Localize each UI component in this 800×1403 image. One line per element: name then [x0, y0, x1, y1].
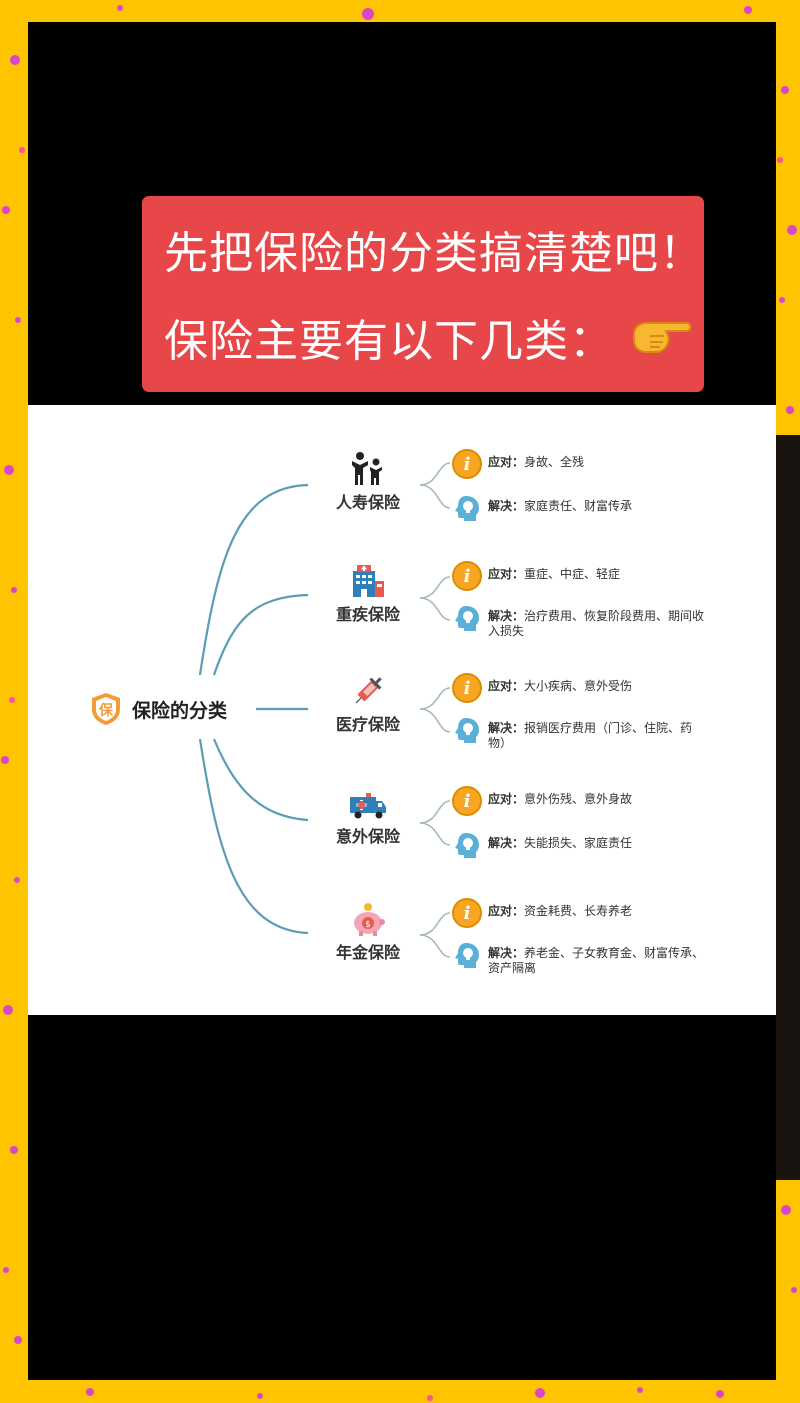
connector-lines: [198, 462, 451, 958]
side-photo-strip: [776, 435, 800, 1180]
svg-text:保: 保: [98, 702, 114, 719]
hospital-icon: [353, 565, 384, 597]
idea-head-icon: [455, 496, 479, 521]
category-critical-illness: 重疾保险: [318, 563, 418, 625]
mindmap-root: 保 保险的分类: [88, 691, 227, 727]
category-label: 重疾保险: [335, 605, 400, 624]
info-icon: i: [452, 898, 482, 928]
response-row: i 应对：大小疾病、意外受伤: [452, 673, 632, 703]
response-row: i 应对：资金耗费、长寿养老: [452, 898, 632, 928]
mindmap-panel: 保 保险的分类 人寿保险 i 应对：身故、全残 解决：家庭责任、财富传承 重疾保…: [28, 405, 776, 1015]
info-icon: i: [452, 561, 482, 591]
idea-head-icon: [455, 606, 479, 631]
root-label: 保险的分类: [132, 699, 228, 722]
response-row: i 应对：意外伤残、意外身故: [452, 786, 632, 816]
info-icon: i: [452, 449, 482, 479]
idea-head-icon: [455, 718, 479, 743]
banner-line-1: 先把保险的分类搞清楚吧！: [164, 228, 704, 279]
category-label: 年金保险: [335, 943, 400, 962]
category-label: 人寿保险: [335, 493, 400, 512]
title-banner: 先把保险的分类搞清楚吧！ 保险主要有以下几类：: [142, 196, 704, 392]
pointing-hand-icon: [630, 300, 696, 388]
response-row: i 应对：重症、中症、轻症: [452, 561, 620, 591]
solution-row: 解决：报销医疗费用（门诊、住院、药物）: [452, 715, 718, 751]
syringe-icon: [355, 677, 382, 704]
idea-head-icon: [455, 943, 479, 968]
category-medical: 医疗保险: [318, 673, 418, 735]
solution-row: 解决：失能损失、家庭责任: [452, 830, 632, 860]
banner-line-2-text: 保险主要有以下几类：: [164, 316, 614, 367]
piggy-bank-icon: $: [354, 903, 385, 936]
category-annuity: $ 年金保险: [318, 901, 418, 963]
response-row: i 应对：身故、全残: [452, 449, 584, 479]
idea-head-icon: [455, 833, 479, 858]
category-life: 人寿保险: [318, 451, 418, 513]
category-label: 意外保险: [335, 827, 400, 846]
info-icon: i: [452, 673, 482, 703]
info-icon: i: [452, 786, 482, 816]
banner-line-2: 保险主要有以下几类：: [164, 298, 704, 388]
solution-row: 解决：养老金、子女教育金、财富传承、资产隔离: [452, 940, 728, 976]
solution-row: 解决：治疗费用、恢复阶段费用、期间收入损失: [452, 603, 718, 639]
ambulance-icon: [350, 793, 386, 819]
category-accident: 意外保险: [318, 789, 418, 847]
shield-badge-icon: 保: [92, 693, 120, 725]
solution-row: 解决：家庭责任、财富传承: [452, 493, 632, 523]
svg-text:$: $: [365, 920, 371, 930]
category-label: 医疗保险: [335, 715, 400, 734]
family-icon: [352, 452, 382, 485]
